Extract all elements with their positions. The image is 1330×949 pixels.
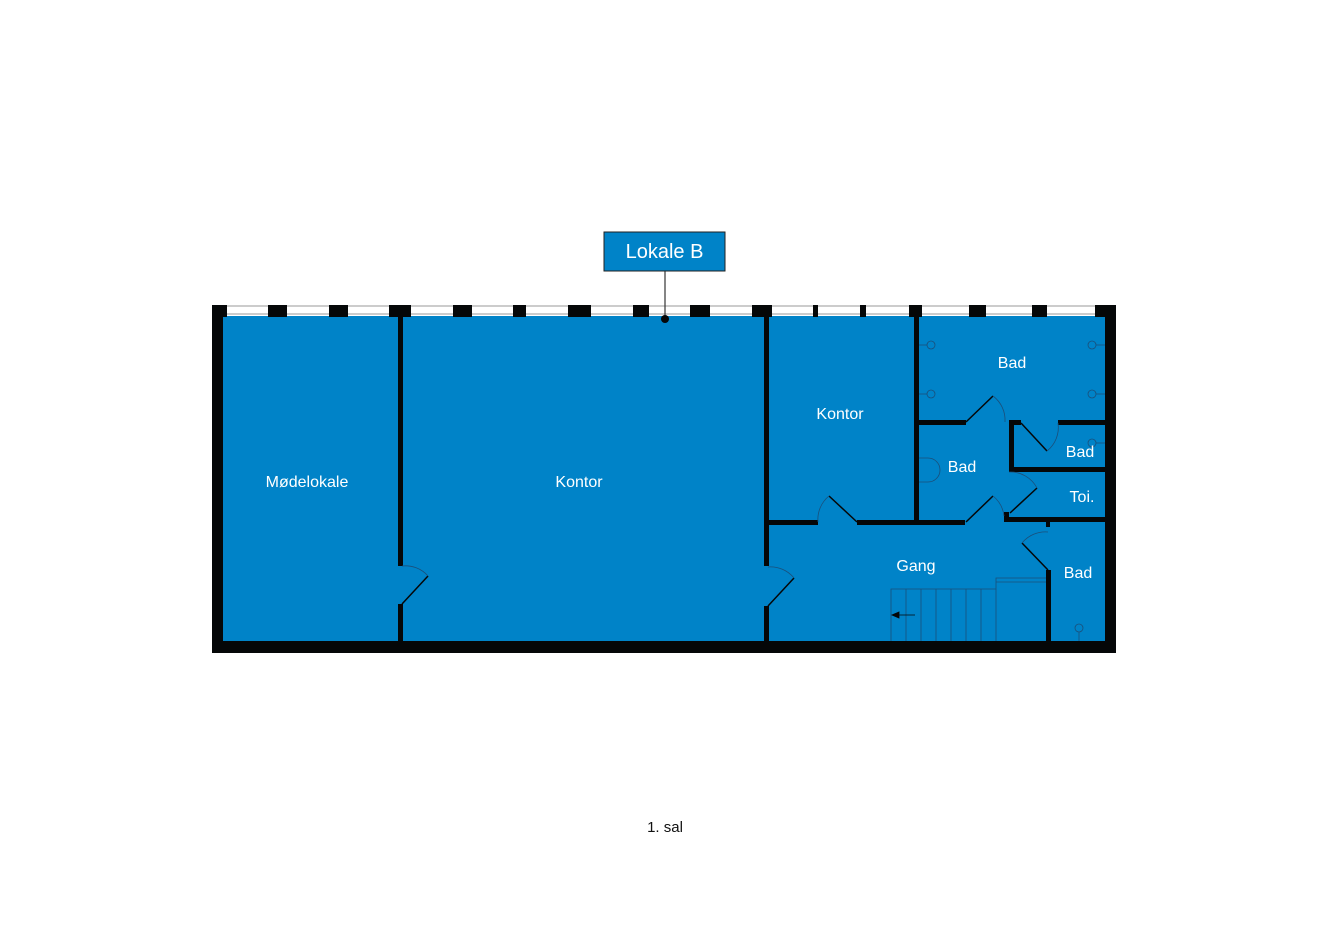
room-label-bad-mid-left: Bad	[948, 459, 976, 476]
doors	[401, 395, 1059, 607]
room-label-moedelokale: Mødelokale	[266, 474, 349, 491]
callout-label: Lokale B	[626, 241, 704, 263]
callout-anchor-dot	[661, 315, 669, 323]
top-wall-windows	[212, 305, 1116, 317]
staircase	[890, 577, 1046, 641]
room-label-bad-top: Bad	[998, 355, 1026, 372]
room-label-kontor-large: Kontor	[555, 474, 603, 491]
room-label-toilet: Toi.	[1070, 489, 1095, 506]
floor-label: 1. sal	[647, 819, 683, 836]
outer-walls	[212, 305, 1116, 653]
floor-area	[222, 316, 1106, 642]
room-label-kontor-small: Kontor	[816, 406, 864, 423]
callout-lokale-b: Lokale B	[603, 231, 726, 323]
room-label-bad-mid-right: Bad	[1066, 444, 1094, 461]
room-label-gang: Gang	[896, 558, 935, 575]
room-label-bad-bottom: Bad	[1064, 565, 1092, 582]
fixtures	[919, 340, 1105, 641]
callout-box	[603, 231, 726, 272]
interior-walls	[398, 316, 1106, 642]
